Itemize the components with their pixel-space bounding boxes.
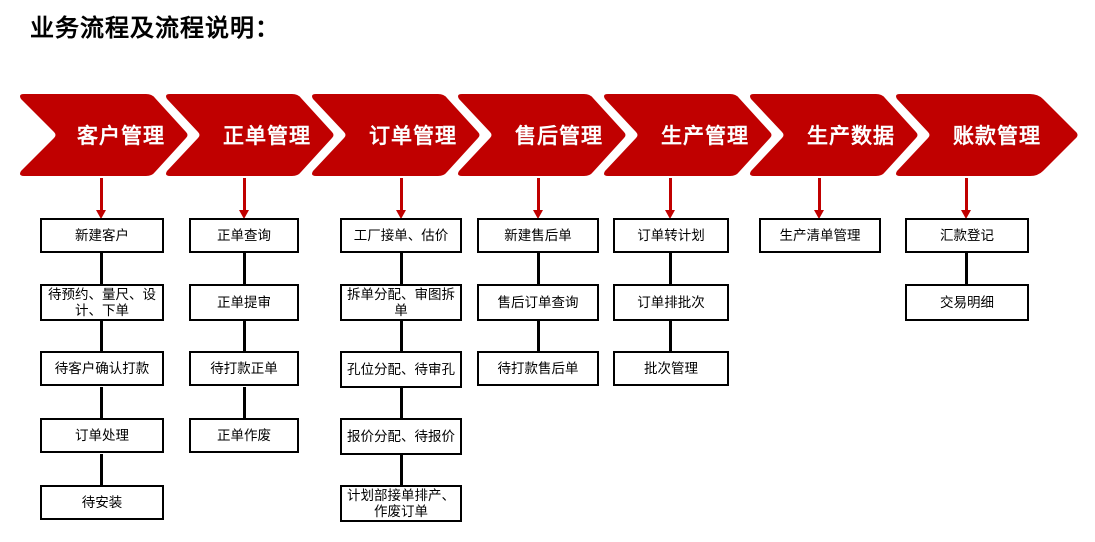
connector-c3-2 — [400, 320, 403, 351]
banner-arrow-3 — [396, 178, 408, 219]
flow-box-c1-r1[interactable]: 新建客户 — [40, 218, 164, 253]
banner-arrow-6 — [814, 178, 826, 219]
flow-box-c4-r1[interactable]: 新建售后单 — [477, 218, 599, 253]
flow-box-c3-r1[interactable]: 工厂接单、估价 — [340, 218, 462, 253]
flow-box-c1-r3[interactable]: 待客户确认打款 — [40, 351, 164, 386]
banner-arrow-7 — [961, 178, 973, 219]
flow-box-c5-r3[interactable]: 批次管理 — [613, 351, 729, 386]
flow-box-c2-r1[interactable]: 正单查询 — [189, 218, 299, 253]
flow-box-c3-r2[interactable]: 拆单分配、审图拆单 — [340, 284, 462, 321]
flow-box-c2-r3[interactable]: 待打款正单 — [189, 351, 299, 386]
connector-c5-2 — [669, 320, 672, 351]
chevron-shape-4 — [458, 94, 626, 176]
page-title: 业务流程及流程说明： — [30, 15, 280, 42]
process-banner: 客户管理 正单管理 订单管理 售后管理 生产管理 生产数据 账款管理 — [18, 92, 1080, 178]
banner-arrow-5 — [665, 178, 677, 219]
flow-box-c2-r4[interactable]: 正单作废 — [189, 418, 299, 453]
chevron-shape-6 — [750, 94, 918, 176]
flow-box-c3-r3[interactable]: 孔位分配、待审孔 — [340, 351, 462, 388]
flow-box-c5-r1[interactable]: 订单转计划 — [613, 218, 729, 253]
connector-c2-1 — [243, 253, 246, 284]
connector-c1-1 — [100, 253, 103, 284]
flow-box-c1-r4[interactable]: 订单处理 — [40, 418, 164, 453]
chevron-shape-3 — [312, 94, 480, 176]
connector-c2-3 — [243, 387, 246, 418]
connector-c5-1 — [669, 253, 672, 284]
flow-box-c6-r1[interactable]: 生产清单管理 — [759, 218, 881, 253]
connector-c1-4 — [100, 454, 103, 485]
connector-c4-2 — [537, 320, 540, 351]
flow-box-c3-r5[interactable]: 计划部接单排产、作废订单 — [340, 485, 462, 522]
chevron-shape-5 — [604, 94, 772, 176]
banner-arrow-1 — [96, 178, 108, 219]
flow-box-c7-r1[interactable]: 汇款登记 — [905, 218, 1029, 253]
flow-box-c1-r5[interactable]: 待安装 — [40, 485, 164, 520]
connector-c4-1 — [537, 253, 540, 284]
connector-c1-3 — [100, 387, 103, 418]
chevron-shape-7 — [896, 94, 1078, 176]
connector-c3-3 — [400, 387, 403, 418]
chevron-shape-2 — [166, 94, 334, 176]
flow-box-c5-r2[interactable]: 订单排批次 — [613, 284, 729, 321]
connector-c2-2 — [243, 320, 246, 351]
flow-box-c7-r2[interactable]: 交易明细 — [905, 284, 1029, 321]
banner-arrow-4 — [533, 178, 545, 219]
connector-c3-4 — [400, 454, 403, 485]
connector-c1-2 — [100, 320, 103, 351]
connector-c7-1 — [965, 253, 968, 284]
flow-box-c4-r3[interactable]: 待打款售后单 — [477, 351, 599, 386]
connector-c3-1 — [400, 253, 403, 284]
chevron-shape-1 — [20, 94, 188, 176]
flow-box-c4-r2[interactable]: 售后订单查询 — [477, 284, 599, 321]
chevron-shapes — [20, 94, 1078, 176]
flow-box-c1-r2[interactable]: 待预约、量尺、设计、下单 — [40, 284, 164, 321]
flow-box-c3-r4[interactable]: 报价分配、待报价 — [340, 418, 462, 455]
banner-arrow-2 — [239, 178, 251, 219]
flow-box-c2-r2[interactable]: 正单提审 — [189, 284, 299, 321]
